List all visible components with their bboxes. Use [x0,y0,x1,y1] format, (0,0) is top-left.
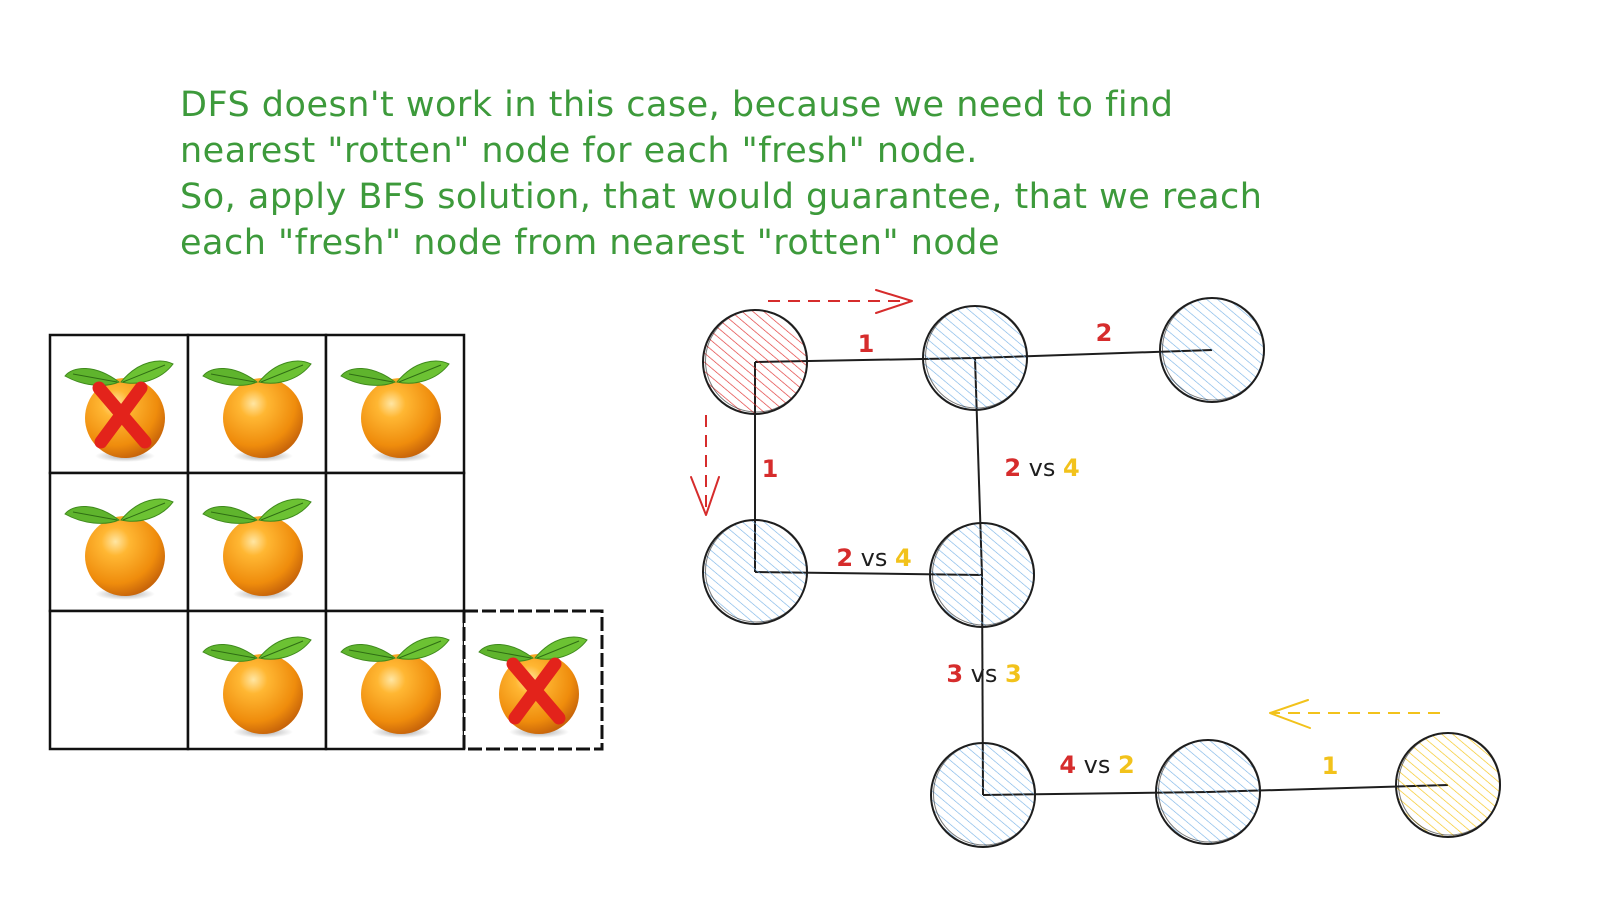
edge-distance-label: 4 vs 2 [1059,751,1134,779]
note-line-2: nearest "rotten" node for each "fresh" n… [180,131,978,171]
graph-node-n1 [702,309,808,415]
edge-distance-label: 2 vs 4 [1004,454,1079,482]
grid-cell-fresh [324,609,466,751]
note-line-3: So, apply BFS solution, that would guara… [180,177,1263,217]
edge-distance-label: 2 [1096,319,1113,347]
graph-node-n4 [702,519,808,625]
note-line-4: each "fresh" node from nearest "rotten" … [180,223,1001,263]
graph-node-n8 [1395,732,1501,838]
grid-cell-rotten [462,609,604,751]
rotten-orange-icon [478,636,588,738]
note-line-1: DFS doesn't work in this case, because w… [180,85,1174,125]
edge-distance-label: 1 [762,455,779,483]
grid-cell-fresh [186,333,328,475]
edge-distance-label: 1 [858,330,875,358]
x-mark-icon [92,381,152,449]
arrow-down-icon [690,415,720,516]
orange-icon [202,498,312,600]
orange-icon [202,360,312,462]
orange-icon [64,498,174,600]
rotten-orange-icon [64,360,174,462]
grid-cell-empty [324,471,466,613]
edge-distance-label: 2 vs 4 [836,544,911,572]
grid-cell-fresh [324,333,466,475]
orange-icon [202,636,312,738]
orange-icon [340,636,450,738]
orange-icon [340,360,450,462]
arrow-right-icon [768,289,913,314]
edge-distance-label: 1 [1322,752,1339,780]
x-mark-icon [506,657,566,725]
explanation-note: DFS doesn't work in this case, because w… [180,82,1380,266]
graph-node-n6 [930,742,1036,848]
arrow-left-icon [1269,699,1440,729]
grid-cell-rotten [48,333,190,475]
edge-distance-label: 3 vs 3 [946,660,1021,688]
graph-node-n2 [922,305,1028,411]
graph-node-n7 [1155,739,1261,845]
grid-cell-fresh [186,471,328,613]
grid-cell-fresh [186,609,328,751]
graph-node-n3 [1159,297,1265,403]
graph-node-n5 [929,522,1035,628]
